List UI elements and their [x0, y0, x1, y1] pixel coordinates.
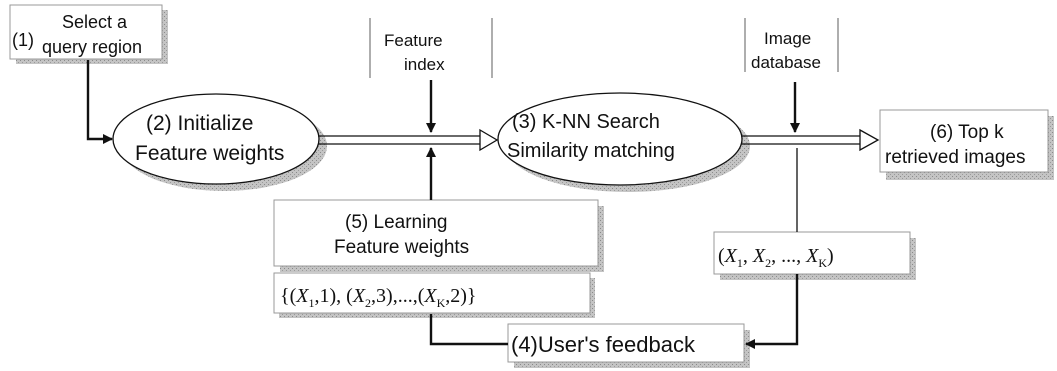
feedback-set-annotation: {(X1,1), (X2,3),...,(XK,2)} — [273, 272, 595, 318]
retrieved-xk: X — [805, 245, 819, 267]
step2-line1: (2) Initialize — [146, 112, 253, 135]
step3-line1: (3) K-NN Search — [512, 111, 660, 133]
arrow-retrieved-to-feedback — [745, 274, 799, 349]
retrieved-x1: X — [724, 245, 738, 267]
feedback-v2: 3 — [376, 285, 386, 307]
step2-line2: Feature weights — [135, 142, 284, 165]
retrieved-dots: ..., — [781, 245, 801, 267]
svg-text:(X1, X2, ..., XK): (X1, X2, ..., XK) — [718, 245, 834, 270]
svg-text:{(X1,1), (X2,3),...,(XK,2)}: {(X1,1), (X2,3),...,(XK,2)} — [280, 285, 477, 310]
node-learning-feature-weights: (5) Learning Feature weights — [273, 199, 604, 272]
retrieved-sub2: 2 — [765, 256, 771, 270]
step3-line2: Similarity matching — [507, 140, 675, 162]
image-database-line1: Image — [764, 29, 811, 48]
retrieved-subk: K — [818, 256, 827, 270]
arrow-initialize-to-knn — [318, 128, 499, 152]
node-users-feedback: (4)User's feedback — [507, 323, 750, 368]
image-database-line2: database — [751, 53, 821, 72]
step1-line2: query region — [42, 37, 142, 57]
feedback-dots: ..., — [398, 285, 418, 307]
step5-line1: (5) Learning — [345, 212, 447, 233]
step4-label: (4)User's feedback — [511, 332, 696, 357]
step6-line2: retrieved images — [885, 147, 1025, 168]
feedback-sub2: 2 — [365, 296, 371, 310]
step1-number: (1) — [12, 30, 34, 50]
feedback-vK: 2 — [450, 285, 460, 307]
feedback-subK: K — [437, 296, 446, 310]
feature-index-line2: index — [404, 55, 445, 74]
arrow-knn-to-topk — [741, 128, 880, 152]
step6-line1: (6) Top k — [930, 122, 1004, 143]
node-select-query-region: (1) Select a query region — [9, 4, 168, 64]
retrieved-set-annotation: (X1, X2, ..., XK) — [713, 231, 916, 280]
retrieved-x2: X — [752, 245, 766, 267]
feedback-v1: 1 — [319, 285, 329, 307]
node-feature-index: Feature index — [369, 18, 493, 78]
node-knn-search: (3) K-NN Search Similarity matching — [497, 92, 750, 192]
node-top-k-retrieved: (6) Top k retrieved images — [879, 109, 1054, 180]
node-image-database: Image database — [744, 18, 839, 72]
arrow-feedback-to-set — [429, 314, 508, 346]
step5-line2: Feature weights — [334, 237, 469, 258]
retrieved-sub1: 1 — [737, 256, 743, 270]
step1-line1: Select a — [62, 12, 128, 32]
arrow-query-to-initialize — [86, 60, 113, 144]
feedback-sub1: 1 — [308, 296, 314, 310]
feature-index-line1: Feature — [384, 31, 443, 50]
node-initialize-feature-weights: (2) Initialize Feature weights — [112, 93, 327, 191]
